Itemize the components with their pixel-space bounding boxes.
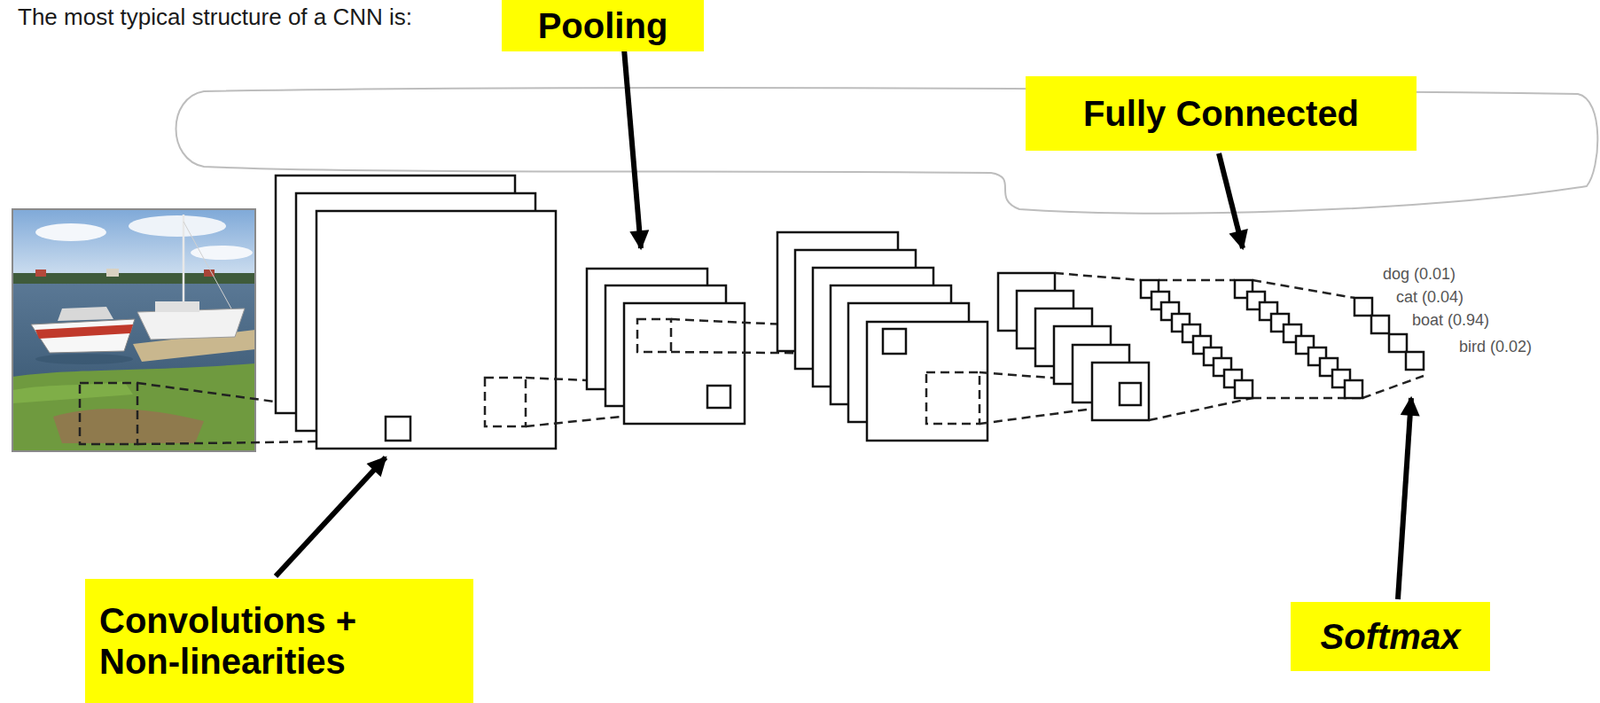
class-probability: cat (0.04) xyxy=(1396,288,1464,307)
callout-arrows xyxy=(275,48,1412,600)
feature-maps-pool2 xyxy=(998,273,1149,421)
callout-box: Fully Connected xyxy=(1025,76,1417,151)
class-probability: boat (0.94) xyxy=(1412,312,1490,330)
callout-text: Softmax xyxy=(1320,616,1461,657)
fc-neurons-1 xyxy=(1140,280,1253,399)
layer-connections xyxy=(1054,273,1424,421)
class-probability: bird (0.02) xyxy=(1459,338,1532,357)
callout-box: Convolutions + Non-linearities xyxy=(85,578,474,703)
feature-maps-pool1 xyxy=(586,268,745,424)
feature-maps-conv1 xyxy=(275,175,556,449)
input-photo xyxy=(12,209,256,452)
callout-text: Convolutions + Non-linearities xyxy=(99,600,401,682)
callout-box: Softmax xyxy=(1290,601,1491,672)
class-probability: dog (0.01) xyxy=(1382,265,1456,284)
callout-text: Pooling xyxy=(538,5,669,47)
photo-frame xyxy=(12,209,256,452)
heading: The most typical structure of a CNN is: xyxy=(17,3,413,32)
output-neurons xyxy=(1354,297,1424,370)
callout-box: Pooling xyxy=(501,0,704,52)
callout-text: Fully Connected xyxy=(1083,93,1359,134)
feature-maps-conv2 xyxy=(777,232,988,441)
fc-neurons-2 xyxy=(1234,280,1363,399)
